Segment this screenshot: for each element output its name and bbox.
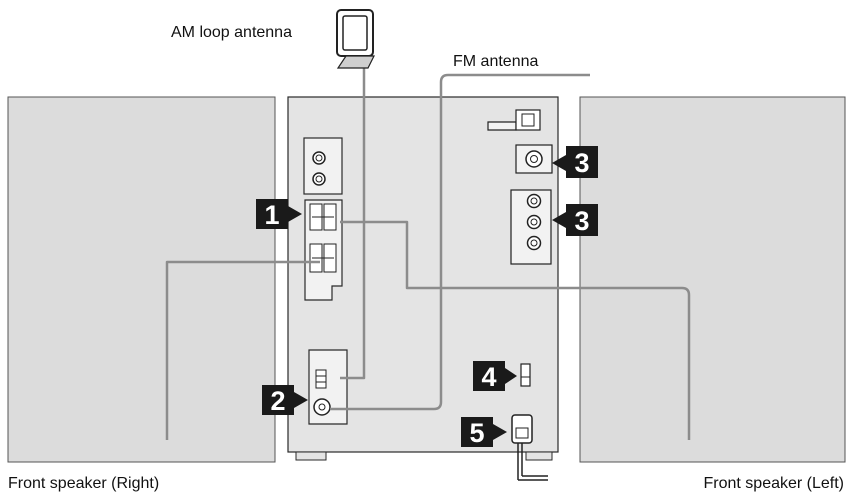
svg-text:3: 3	[574, 206, 589, 236]
main-unit-rear-panel	[287, 96, 559, 461]
callout-2: 2	[262, 385, 308, 416]
front-speaker-right	[7, 96, 276, 463]
svg-text:1: 1	[264, 200, 279, 230]
svg-text:3: 3	[574, 148, 589, 178]
input-jacks-middle	[510, 189, 552, 265]
front-speaker-right-label: Front speaker (Right)	[8, 475, 159, 492]
callout-4: 4	[473, 361, 517, 392]
svg-text:2: 2	[270, 386, 285, 416]
callout-3-middle: 3	[552, 204, 598, 236]
am-loop-antenna-icon	[336, 9, 375, 69]
top-connector	[487, 109, 541, 131]
front-speaker-left	[579, 96, 846, 463]
switch-icon	[520, 363, 531, 387]
antenna-terminal-block	[308, 349, 348, 425]
callout-1: 1	[256, 199, 302, 230]
callout-5: 5	[461, 417, 507, 448]
svg-text:4: 4	[481, 362, 496, 392]
callout-3-top: 3	[552, 146, 598, 178]
input-jack-top	[515, 144, 553, 174]
speaker-terminal-block	[304, 199, 343, 301]
svg-text:5: 5	[469, 418, 484, 448]
fm-antenna-wire	[330, 73, 590, 411]
jack-pair-block	[303, 137, 343, 195]
power-cord	[517, 443, 548, 481]
speaker-cable-left	[340, 220, 691, 440]
am-antenna-cable	[340, 68, 366, 380]
speaker-cable-right	[165, 260, 320, 440]
power-cord-socket	[511, 414, 533, 444]
fm-antenna-label: FM antenna	[453, 53, 538, 70]
am-loop-antenna-label: AM loop antenna	[171, 24, 292, 41]
front-speaker-left-label: Front speaker (Left)	[704, 475, 845, 492]
